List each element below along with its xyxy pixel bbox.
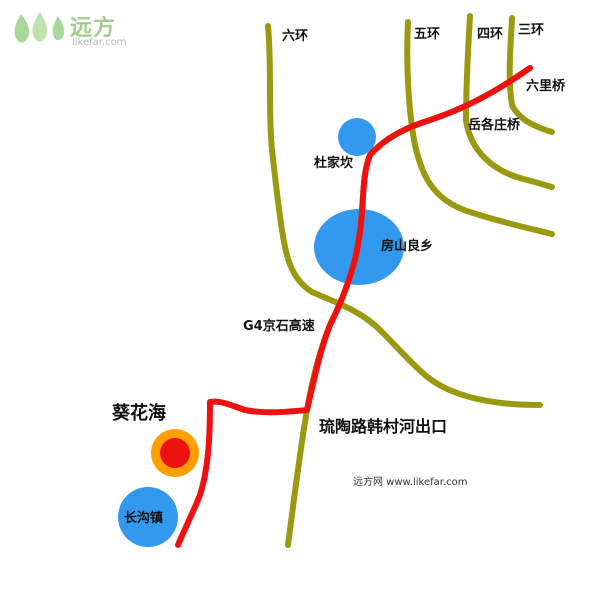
third-ring-road [506,15,555,135]
g4-expressway [285,65,533,548]
kuihuahai-marker-center [160,438,190,468]
label-ring3: 三环 [518,23,545,38]
label-dujiakan: 杜家坎 [314,156,354,171]
fifth-ring-road [404,19,555,237]
watermark-text: 远方网 www.likefar.com [353,477,468,488]
label-changgou: 长沟镇 [124,511,164,526]
label-ring4: 四环 [477,27,504,42]
likefar-logo: 远方 likefar.com [10,8,140,52]
label-g4-expressway: G4京石高速 [243,319,315,334]
highlighted-route [304,65,533,413]
label-ring6: 六环 [282,29,309,44]
changgou-marker [118,487,178,547]
leaf-logo-icon [14,12,65,43]
logo-url-text: likefar.com [72,37,127,48]
logo-brand-text: 远方 [70,16,117,41]
label-fangshan: 房山良乡 [381,239,434,254]
label-exit: 琉陶路韩村河出口 [319,417,448,436]
fourth-ring-road [463,13,555,190]
label-ring5: 五环 [414,27,441,42]
sixth-ring-road [265,23,543,408]
label-kuihuahai: 葵花海 [112,403,166,424]
dujiakan-marker [338,118,376,156]
exit-to-changgou-route [175,398,310,548]
label-liuli-bridge: 六里桥 [526,79,566,94]
label-yuegezhuang-bridge: 岳各庄桥 [468,118,521,133]
